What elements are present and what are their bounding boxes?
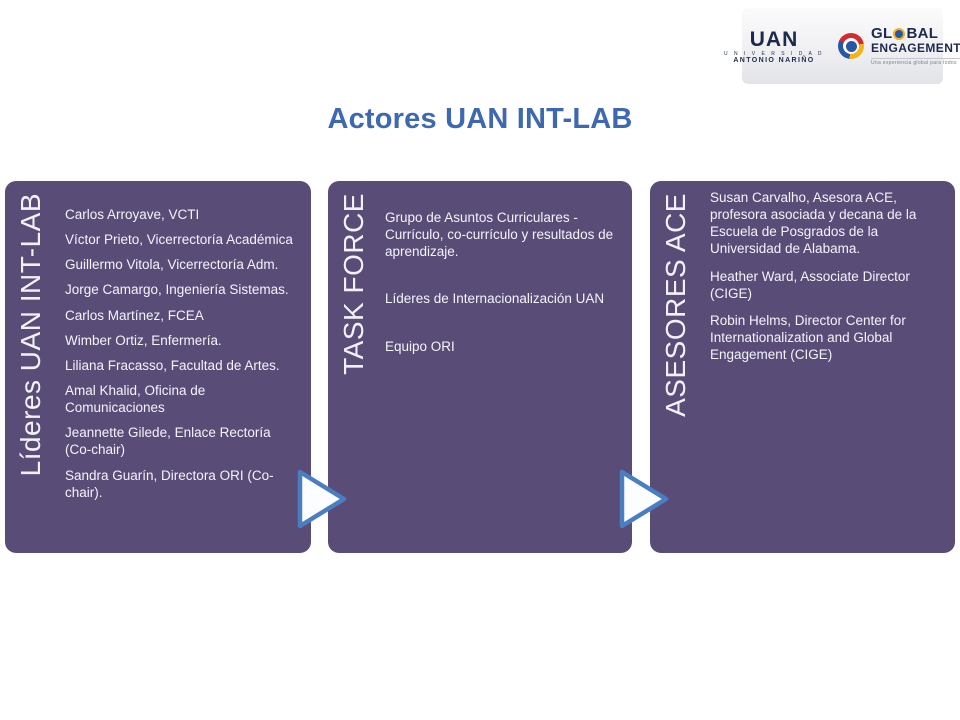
uan-antonio-narino-label: ANTONIO NARIÑO: [733, 56, 815, 64]
member-item: Víctor Prieto, Vicerrectoría Académica: [65, 232, 293, 248]
uan-logo: UAN U N I V E R S I D A D ANTONIO NARIÑO: [724, 29, 824, 64]
advisor-item: Robin Helms, Director Center for Interna…: [710, 312, 906, 363]
task-item: Líderes de Internacionalización UAN: [385, 291, 605, 307]
member-item: Amal Khalid, Oficina de Comunicaciones: [65, 382, 206, 416]
box-asesores-list: Susan Carvalho, Asesora ACE, profesora a…: [710, 181, 943, 547]
member-item: Liliana Fracasso, Facultad de Artes.: [65, 357, 280, 373]
member-item: Guillermo Vitola, Vicerrectoría Adm.: [65, 257, 279, 273]
global-engagement-wordmark: GL BAL ENGAGEMENT Una experiencia global…: [871, 26, 960, 66]
arrow-right-icon: [619, 469, 669, 529]
uan-acronym: UAN: [749, 27, 799, 51]
member-item: Sandra Guarín, Directora ORI (Co-chair).: [65, 467, 274, 500]
advisor-item: Susan Carvalho, Asesora ACE, profesora a…: [710, 190, 917, 257]
box-lideres-uan-int-lab: Líderes UAN INT-LAB Carlos Arroyave, VCT…: [5, 181, 311, 553]
logo-tagline: Una experiencia global para todos: [871, 57, 960, 66]
globe-o-icon: [893, 27, 906, 40]
box-lideres-member-list: Carlos Arroyave, VCTI Víctor Prieto, Vic…: [65, 181, 295, 547]
uan-global-engagement-logo: UAN U N I V E R S I D A D ANTONIO NARIÑO…: [724, 8, 960, 84]
member-item: Carlos Martínez, FCEA: [65, 307, 204, 323]
globe-badge-icon: [838, 33, 864, 59]
advisor-item: Heather Ward, Associate Director (CIGE): [710, 268, 910, 301]
box-lideres-vertical-label: Líderes UAN INT-LAB: [15, 193, 46, 477]
box-task-force: TASK FORCE Grupo de Asuntos Curriculares…: [328, 181, 632, 553]
globe-badge-inner-ring: [843, 38, 859, 54]
globe-badge-core: [845, 40, 857, 52]
arrow-right-icon: [297, 469, 347, 529]
global-suffix: BAL: [906, 25, 939, 43]
global-word: GL BAL: [871, 26, 960, 41]
engagement-word: ENGAGEMENT: [871, 41, 960, 56]
task-item: Grupo de Asuntos Curriculares - Currícul…: [385, 210, 614, 260]
member-item: Jeannette Gilede, Enlace Rectoría (Co-ch…: [65, 425, 271, 458]
member-item: Wimber Ortiz, Enfermería.: [65, 332, 222, 348]
box-asesores-ace: ASESORES ACE Susan Carvalho, Asesora ACE…: [650, 181, 955, 553]
task-item: Equipo ORI: [385, 338, 455, 354]
page-title: Actores UAN INT-LAB: [327, 103, 633, 135]
global-prefix: GL: [871, 25, 893, 43]
member-item: Jorge Camargo, Ingeniería Sistemas.: [65, 282, 289, 298]
member-item: Carlos Arroyave, VCTI: [65, 207, 200, 222]
box-task-force-list: Grupo de Asuntos Curriculares - Currícul…: [385, 181, 618, 547]
uan-universidad-label: U N I V E R S I D A D: [723, 50, 824, 57]
